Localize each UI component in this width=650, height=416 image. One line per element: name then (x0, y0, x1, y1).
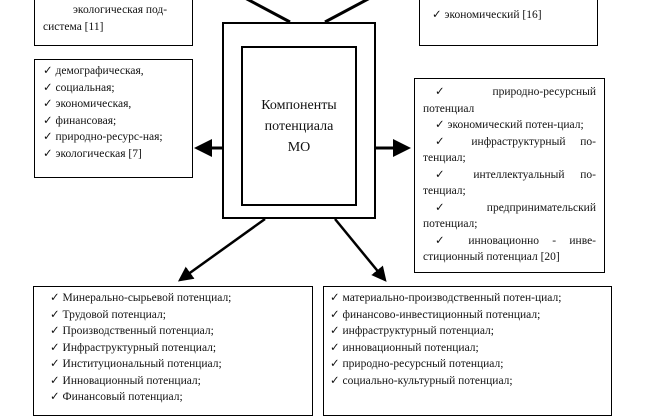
title-line: Компоненты (261, 97, 337, 113)
bottom-left-box: Минерально-сырьевой потенциал; Трудовой … (33, 286, 313, 416)
list-item: финансовая; (43, 113, 184, 130)
list-item: природно-ресурсный потенциал; (330, 356, 605, 373)
list-item: природно-ресурс-ная; (43, 129, 184, 146)
list-item: инфраструктурный по-тенциал; (423, 134, 596, 167)
arrow-bottom-left (177, 217, 266, 282)
list-item: экономический потен-циал; (423, 117, 596, 134)
list-item: Минерально-сырьевой потенциал; (50, 290, 296, 307)
top-left-box: экологическая под- система [11] (34, 0, 193, 46)
list-item: социальная; (43, 80, 184, 97)
list-item: экономическая, (43, 96, 184, 113)
list-item: интеллектуальный по-тенциал; (423, 167, 596, 200)
center-box: Компоненты потенциала МО (241, 46, 357, 206)
title-line: МО (287, 139, 311, 155)
list-item: природно-ресурсный потенциал (423, 84, 596, 117)
list-item: инфраструктурный потенциал; (330, 323, 605, 340)
top-left-line: система [11] (43, 20, 104, 33)
arrow-bottom-right (334, 218, 387, 282)
left-box: демографическая, социальная; экономическ… (34, 59, 193, 178)
list-item: финансово-инвестиционный потенциал; (330, 307, 605, 324)
center-title: Компоненты потенциала МО (261, 95, 336, 158)
bottom-right-box: материально-производственный потен-циал;… (323, 286, 612, 416)
list-item: экологическая [7] (43, 146, 184, 163)
list-item: инновационно - инве-стиционный потенциал… (423, 233, 596, 266)
title-line: потенциала (264, 118, 334, 134)
top-left-line: экологическая под- (73, 4, 168, 16)
list-item: Производственный потенциал; (50, 323, 296, 340)
top-right-box: экономический [16] (419, 0, 598, 46)
list-item: экономический [16] (432, 7, 585, 24)
connector-arrows (177, 0, 411, 282)
right-box: природно-ресурсный потенциал экономическ… (414, 78, 605, 273)
center-outer-frame (222, 22, 376, 219)
list-item: Финансовый потенциал; (50, 389, 296, 406)
list-item: Инновационный потенциал; (50, 373, 296, 390)
list-item: Трудовой потенциал; (50, 307, 296, 324)
list-item: материально-производственный потен-циал; (330, 290, 605, 307)
list-item: предпринимательский потенциал; (423, 200, 596, 233)
arrow-top-left (245, 0, 291, 24)
arrow-top-right (324, 0, 370, 24)
list-item: социально-культурный потенциал; (330, 373, 605, 390)
list-item: Институциональный потенциал; (50, 356, 296, 373)
list-item: демографическая, (43, 63, 184, 80)
list-item: Инфраструктурный потенциал; (50, 340, 296, 357)
list-item: инновационный потенциал; (330, 340, 605, 357)
